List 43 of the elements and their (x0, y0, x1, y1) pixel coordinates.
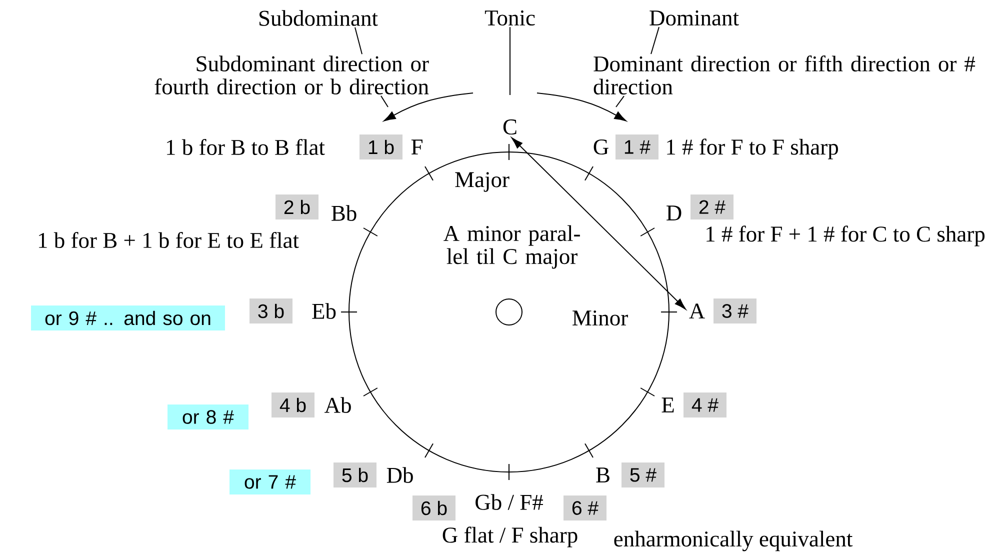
accidental-count-box: 4 # (684, 392, 726, 418)
mode-label: Minor (572, 310, 628, 326)
note-text: 1 b for B + 1 b for E to E flat (38, 232, 299, 248)
accidental-count-box: 6 # (564, 496, 606, 520)
key-name: Bb (332, 205, 356, 221)
note-box: or 8 # (168, 404, 248, 430)
leader-line (380, 95, 388, 108)
key-name: Ab (324, 397, 351, 413)
accidental-count-box: 3 b (250, 298, 292, 324)
accidental-count-box: 4 b (272, 392, 314, 418)
note-text: A minor paral- lel til C major (444, 225, 580, 269)
note-box: or 9 # .. and so on (31, 306, 225, 330)
accidental-count-box: 1 # (616, 134, 658, 160)
accidental-count-box: 5 # (622, 462, 664, 488)
key-name: Db (386, 467, 413, 483)
key-name: C (503, 119, 516, 135)
note-text: 1 # for F to F sharp (667, 138, 838, 160)
key-name: D (666, 206, 682, 220)
accidental-count-box: 3 # (714, 298, 756, 324)
key-name: A (689, 304, 705, 318)
leader-line (650, 26, 660, 54)
arrow (511, 137, 686, 310)
accidental-count-box: 2 # (690, 194, 734, 220)
note-text: 1 # for F + 1 # for C to C sharp (706, 226, 985, 246)
heading-label: Dominant (650, 10, 739, 26)
note-text: G flat / F sharp (442, 526, 578, 548)
note-text: enharmonically equivalent (614, 530, 853, 552)
direction-text: Subdominant direction or fourth direction or b direction (154, 56, 429, 94)
note-text: 1 b for B to B flat (167, 138, 325, 156)
accidental-count-box: 1 b (360, 134, 402, 160)
accidental-count-box: 2 b (276, 194, 318, 220)
heading-label: Subdominant (260, 10, 378, 26)
key-name: Gb / F# (476, 494, 543, 510)
direction-text: Dominant direction or fifth direction or # direction (594, 55, 976, 95)
heading-label: Tonic (484, 10, 535, 26)
accidental-count-box: 6 b (412, 496, 456, 520)
accidental-count-box: 5 b (334, 462, 376, 488)
key-name: B (596, 468, 610, 482)
leader-line (354, 26, 362, 55)
key-name: E (662, 398, 674, 412)
mode-label: Major (455, 172, 510, 192)
note-box: or 7 # (230, 470, 310, 494)
leader-line (616, 96, 624, 108)
